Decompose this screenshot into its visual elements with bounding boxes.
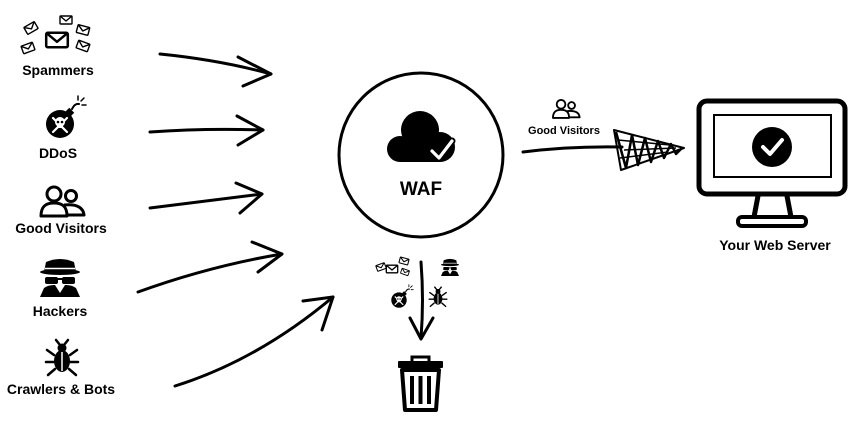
source-label: DDoS <box>39 145 77 161</box>
source-good-visitors: Good Visitors <box>15 185 107 236</box>
source-label: Crawlers & Bots <box>7 381 115 397</box>
envelope-icon <box>75 39 91 53</box>
arrow-ddos <box>148 114 265 147</box>
envelope-icon <box>23 20 39 36</box>
spy-icon <box>440 258 460 277</box>
users-icon <box>39 185 86 218</box>
envelope-icon <box>375 262 387 272</box>
cloud-check-icon <box>387 111 456 162</box>
source-label: Spammers <box>22 62 94 78</box>
source-hackers: Hackers <box>33 258 88 319</box>
incoming-arrows <box>136 52 335 388</box>
envelope-icon <box>399 267 411 277</box>
source-label: Hackers <box>33 303 88 319</box>
source-spammers: Spammers <box>20 15 94 78</box>
allowed-label: Good Visitors <box>528 125 600 137</box>
scribbled-arrowhead <box>613 129 685 171</box>
bomb-icon <box>390 284 414 309</box>
arrow-crawlers-bots <box>173 295 335 388</box>
envelope-icon <box>398 256 410 266</box>
spy-icon <box>39 258 81 298</box>
envelope-icon <box>385 264 399 274</box>
envelope-icon <box>59 15 73 25</box>
envelope-icon <box>20 41 36 55</box>
trash-icon <box>398 355 443 412</box>
arrow-good-visitors <box>148 181 264 215</box>
arrow-to-trash <box>408 260 435 341</box>
allowed-arrow-line <box>521 145 624 154</box>
server-label: Your Web Server <box>719 237 831 253</box>
arrow-spammers <box>158 52 273 88</box>
envelope-icon <box>44 31 70 49</box>
source-ddos: DDoS <box>39 94 88 161</box>
bomb-icon <box>44 94 88 140</box>
bug-icon <box>44 338 80 377</box>
blocked-flow <box>375 256 460 412</box>
waf-node: WAF <box>337 71 505 239</box>
arrow-hackers <box>136 240 284 294</box>
users-icon <box>552 99 581 119</box>
web-server: Your Web Server <box>696 98 848 253</box>
allowed-flow: Good Visitors <box>521 99 685 171</box>
source-label: Good Visitors <box>15 220 107 236</box>
bug-icon <box>428 286 448 308</box>
waf-label: WAF <box>400 179 442 200</box>
envelope-icon <box>75 23 91 37</box>
source-crawlers-bots: Crawlers & Bots <box>7 338 115 397</box>
envelopes-icon <box>20 15 91 55</box>
envelopes-icon <box>375 256 411 277</box>
monitor-check-icon <box>696 98 848 228</box>
